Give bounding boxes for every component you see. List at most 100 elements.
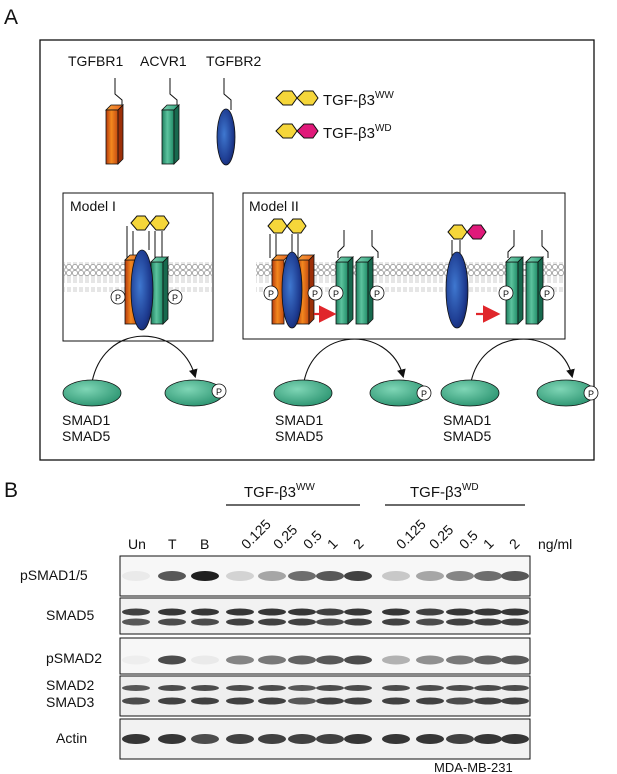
panel-a-frame <box>39 39 595 461</box>
model-2-wd-arrow <box>469 338 575 389</box>
band-actin-12 <box>501 734 529 744</box>
band-smad3-2 <box>191 697 219 705</box>
band-smad5-a-8 <box>382 608 410 616</box>
svg-text:P: P <box>333 289 339 299</box>
band-smad5-a-2 <box>191 608 219 616</box>
unit-label: ng/ml <box>538 536 572 552</box>
band-smad2-5 <box>288 685 316 691</box>
svg-text:P: P <box>374 289 380 299</box>
band-actin-2 <box>191 734 219 744</box>
band-psmad15-4 <box>258 571 286 581</box>
blot-smad5 <box>119 597 531 635</box>
band-smad2-9 <box>416 685 444 691</box>
band-psmad2-1 <box>158 655 186 665</box>
band-psmad15-10 <box>446 571 474 581</box>
band-actin-0 <box>122 734 150 744</box>
svg-text:SMAD5: SMAD5 <box>443 428 491 444</box>
band-actin-11 <box>474 734 502 744</box>
band-smad2-12 <box>501 685 529 691</box>
band-smad2-2 <box>191 685 219 691</box>
band-smad5-b-8 <box>382 618 410 626</box>
row-label-smad5: SMAD5 <box>46 607 94 623</box>
svg-text:SMAD1: SMAD1 <box>62 412 110 428</box>
svg-text:P: P <box>421 389 427 399</box>
band-smad2-6 <box>316 685 344 691</box>
cell-line-label: MDA-MB-231 <box>434 760 513 774</box>
band-actin-8 <box>382 734 410 744</box>
band-actin-9 <box>416 734 444 744</box>
band-psmad15-3 <box>226 571 254 581</box>
ligand-ww-icon <box>275 90 319 106</box>
panel-a-letter: A <box>4 6 18 29</box>
model-2-wd-complex: P P <box>445 224 555 329</box>
svg-text:P: P <box>115 293 121 303</box>
band-smad5-b-4 <box>258 618 286 626</box>
model-1-arrow <box>90 335 198 389</box>
band-smad5-a-12 <box>501 608 529 616</box>
band-smad5-b-9 <box>416 618 444 626</box>
model-1-complex: P P <box>110 215 183 331</box>
svg-text:P: P <box>503 289 509 299</box>
band-psmad2-0 <box>122 655 150 665</box>
band-smad5-b-5 <box>288 618 316 626</box>
band-smad5-a-4 <box>258 608 286 616</box>
acvr1-glyph <box>161 78 180 165</box>
band-smad5-b-2 <box>191 618 219 626</box>
band-smad3-12 <box>501 697 529 705</box>
lane-label-ww-025: 0.25 <box>270 521 301 552</box>
svg-text:P: P <box>216 387 222 397</box>
band-smad5-a-0 <box>122 608 150 616</box>
smad-group-3: P SMAD1 SMAD5 <box>440 379 599 444</box>
band-smad3-3 <box>226 697 254 705</box>
band-psmad2-2 <box>191 655 219 665</box>
band-smad5-b-6 <box>316 618 344 626</box>
band-smad5-b-10 <box>446 618 474 626</box>
band-psmad15-9 <box>416 571 444 581</box>
band-smad2-1 <box>158 685 186 691</box>
svg-text:SMAD5: SMAD5 <box>62 428 110 444</box>
lane-label-b: B <box>200 536 209 552</box>
band-psmad2-4 <box>258 655 286 665</box>
model-2-ww-arrow <box>302 338 406 389</box>
band-psmad2-5 <box>288 655 316 665</box>
band-smad3-8 <box>382 697 410 705</box>
band-psmad2-10 <box>446 655 474 665</box>
lane-label-un: Un <box>128 536 146 552</box>
band-psmad15-6 <box>316 571 344 581</box>
band-psmad2-11 <box>474 655 502 665</box>
group-wd-label: TGF-β3WD <box>410 482 479 501</box>
lane-label-ww-1: 1 <box>324 535 341 552</box>
row-label-psmad2: pSMAD2 <box>46 650 102 666</box>
lane-label-ww-05: 0.5 <box>300 527 325 552</box>
band-psmad15-12 <box>501 571 529 581</box>
svg-text:SMAD1: SMAD1 <box>443 412 491 428</box>
band-smad2-10 <box>446 685 474 691</box>
band-psmad15-8 <box>382 571 410 581</box>
svg-text:P: P <box>588 389 594 399</box>
band-smad5-b-1 <box>158 618 186 626</box>
row-label-psmad15: pSMAD1/5 <box>20 567 88 583</box>
band-psmad2-12 <box>501 655 529 665</box>
band-psmad2-3 <box>226 655 254 665</box>
band-smad5-a-10 <box>446 608 474 616</box>
band-smad5-a-11 <box>474 608 502 616</box>
band-psmad2-7 <box>344 655 372 665</box>
receptor-label-tgfbr2: TGFBR2 <box>206 53 261 69</box>
row-label-smad3: SMAD3 <box>46 694 94 710</box>
band-psmad15-5 <box>288 571 316 581</box>
western-blot <box>119 555 531 760</box>
band-actin-6 <box>316 734 344 744</box>
smad-group-2: P SMAD1 SMAD5 <box>273 379 432 444</box>
band-psmad15-7 <box>344 571 372 581</box>
lane-label-wd-05: 0.5 <box>456 527 481 552</box>
band-psmad15-11 <box>474 571 502 581</box>
tgfbr1-glyph <box>105 78 124 165</box>
band-smad5-b-3 <box>226 618 254 626</box>
lane-label-ww-2: 2 <box>350 535 367 552</box>
band-psmad15-2 <box>191 571 219 581</box>
receptor-label-tgfbr1: TGFBR1 <box>68 53 123 69</box>
band-psmad2-8 <box>382 655 410 665</box>
band-smad2-8 <box>382 685 410 691</box>
panel-b-letter: B <box>4 479 18 502</box>
